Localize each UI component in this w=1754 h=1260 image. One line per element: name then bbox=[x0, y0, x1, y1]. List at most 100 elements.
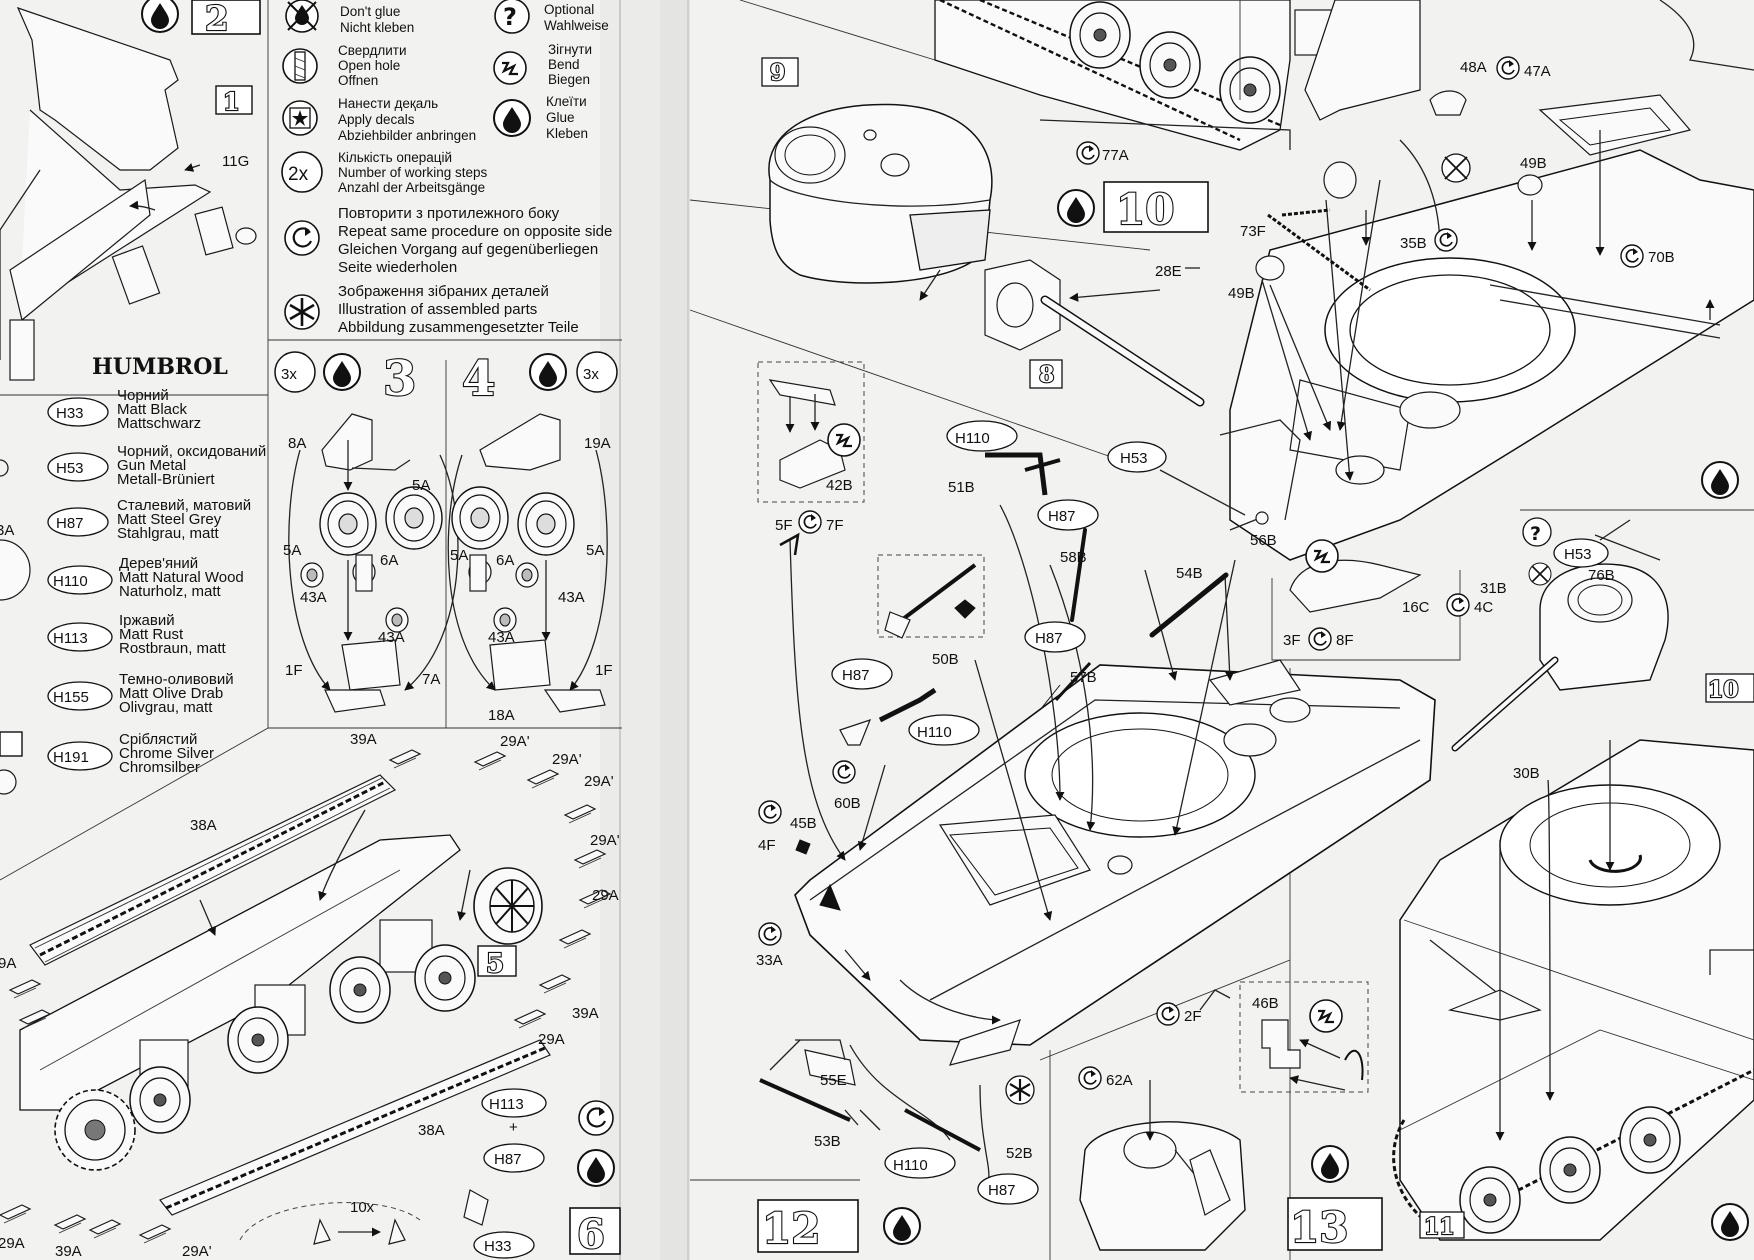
part-label: 39A bbox=[572, 1005, 599, 1022]
idler-wheel bbox=[473, 867, 543, 945]
part-label: 19A bbox=[584, 435, 611, 452]
paint-name: Matt Rust bbox=[119, 626, 184, 643]
paint-name: Сріблястий bbox=[119, 731, 197, 748]
paint-name: Stahlgrau, matt bbox=[117, 525, 220, 542]
paint-callout: H113 bbox=[489, 1096, 524, 1113]
paint-code: H110 bbox=[53, 573, 88, 590]
repeat-icon bbox=[577, 1099, 615, 1137]
part-label: 7A bbox=[422, 671, 440, 688]
part-label: 35B bbox=[1400, 235, 1427, 252]
step-3-4-panel: 3x 3 4 3x 8A 5A 5A 6A 43A 43A 1F 7A bbox=[267, 340, 622, 729]
glue-icon bbox=[141, 0, 179, 33]
part-label: 73F bbox=[1240, 223, 1266, 240]
paint-name: Чорний bbox=[117, 387, 169, 404]
svg-text:?: ? bbox=[1530, 523, 1541, 545]
bogie-unit bbox=[227, 984, 306, 1074]
part-label: 43A bbox=[300, 589, 327, 606]
legend-line: Biegen bbox=[548, 72, 590, 87]
part-label: 29A' bbox=[182, 1243, 212, 1260]
brand-name: HUMBROL bbox=[92, 354, 228, 380]
steps-badge: 2x bbox=[288, 164, 309, 185]
part-label: 58B bbox=[1060, 549, 1087, 566]
step-9-panel: 9 28E 8 77A 10 bbox=[689, 57, 1209, 461]
paint-callout: + bbox=[509, 1119, 518, 1136]
part-label: 38A bbox=[190, 817, 217, 834]
svg-text:?: ? bbox=[503, 3, 517, 31]
legend-line: Open hole bbox=[338, 58, 400, 73]
step-number: 2 bbox=[205, 0, 229, 39]
step-number: 8 bbox=[1039, 362, 1054, 388]
part-label: 8F bbox=[1336, 632, 1354, 649]
paint-callout: H87 bbox=[494, 1151, 522, 1168]
paint-name: Іржавий bbox=[119, 612, 175, 629]
paint-code: H87 bbox=[56, 515, 84, 532]
paint-name: Chrome Silver bbox=[119, 745, 214, 762]
legend-line: Glue bbox=[546, 110, 575, 125]
paint-name: Gun Metal bbox=[117, 457, 186, 474]
legend-line: Bend bbox=[548, 57, 580, 72]
part-label: 28E bbox=[1155, 263, 1182, 280]
part-label: 43A bbox=[378, 629, 405, 646]
paint-name: Matt Natural Wood bbox=[119, 569, 244, 586]
part-label: 46B bbox=[1252, 995, 1279, 1012]
glue-icon bbox=[577, 1149, 615, 1187]
paint-name: Olivgrau, matt bbox=[119, 699, 213, 716]
part-label: 56B bbox=[1250, 532, 1277, 549]
optional-icon: ? bbox=[1522, 517, 1552, 547]
paint-callout: H110 bbox=[917, 724, 952, 741]
step-number: 11 bbox=[1424, 1214, 1455, 1240]
bogie-unit bbox=[129, 1039, 191, 1134]
part-label: 76B bbox=[1588, 567, 1615, 584]
legend-line: Кількість операцій bbox=[338, 150, 452, 165]
paint-callout: H87 bbox=[1048, 508, 1076, 525]
repeat-icon bbox=[1434, 228, 1458, 252]
legend-line: Repeat same procedure on opposite side bbox=[338, 223, 612, 240]
repeat-icon bbox=[1156, 1002, 1180, 1026]
step-10-11-panel: 48A 47A 49B 73F 49B 35B 70B 3F 8F 16C 4C… bbox=[1107, 56, 1754, 722]
paint-code: H33 bbox=[56, 405, 84, 422]
legend-line: Seite wiederholen bbox=[338, 259, 457, 276]
part-label: 49B bbox=[1520, 155, 1547, 172]
legend-line: Wahlweise bbox=[544, 18, 609, 33]
track-run-upper bbox=[29, 774, 397, 966]
part-label: 48A bbox=[1460, 59, 1487, 76]
part-label: 29A bbox=[538, 1031, 565, 1048]
step-number: 10 bbox=[1116, 185, 1174, 234]
part-label: 51B bbox=[948, 479, 975, 496]
part-label: 29A bbox=[592, 887, 619, 904]
drill-icon bbox=[282, 48, 318, 84]
paint-name: Matt Olive Drab bbox=[119, 685, 223, 702]
legend-line: Повторити з протилежного боку bbox=[338, 205, 560, 222]
glue-icon bbox=[1057, 189, 1095, 227]
assembled-icon bbox=[1005, 1075, 1035, 1105]
paint-callout: H33 bbox=[484, 1238, 512, 1255]
paint-name: Chromsilber bbox=[119, 759, 200, 776]
multiplier: 3x bbox=[583, 366, 599, 383]
bend-icon bbox=[826, 422, 862, 458]
paint-name: Matt Steel Grey bbox=[117, 511, 222, 528]
paint-name: Rostbraun, matt bbox=[119, 640, 227, 657]
bend-icon bbox=[492, 50, 528, 86]
repeat-icon bbox=[798, 510, 822, 534]
repeat-icon bbox=[1620, 244, 1644, 268]
part-label: 29A' bbox=[500, 733, 530, 750]
part-label: 45B bbox=[790, 815, 817, 832]
paint-code: H113 bbox=[53, 630, 88, 647]
glue-icon bbox=[529, 353, 567, 391]
repeat-icon bbox=[1446, 593, 1470, 617]
part-label: 39A bbox=[55, 1243, 82, 1260]
step-number: 10 bbox=[1708, 677, 1739, 703]
paint-callout: H110 bbox=[955, 430, 990, 447]
no-glue-icon bbox=[1441, 153, 1471, 183]
